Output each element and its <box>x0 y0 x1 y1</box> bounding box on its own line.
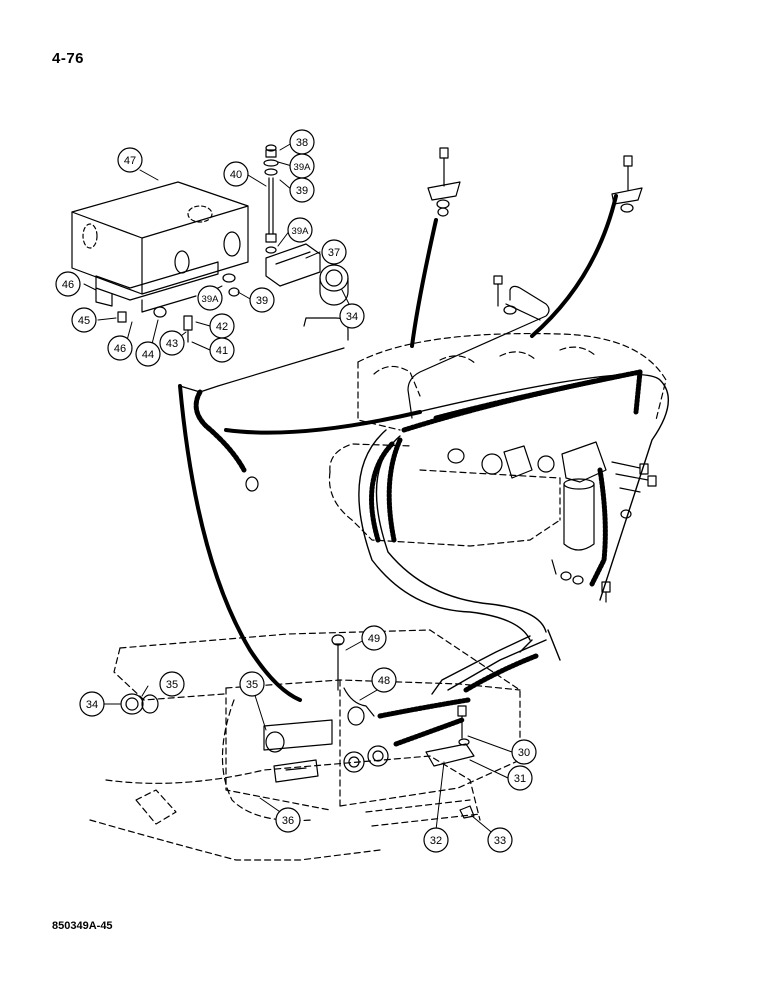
svg-text:31: 31 <box>514 773 526 785</box>
clamp-bracket <box>265 243 321 287</box>
callout-39-low: 39 <box>249 287 275 313</box>
svg-text:33: 33 <box>494 835 506 847</box>
callout-42: 42 <box>209 313 235 339</box>
callout-47: 47 <box>117 147 143 173</box>
svg-text:34: 34 <box>86 699 98 711</box>
svg-text:42: 42 <box>216 321 228 333</box>
svg-text:40: 40 <box>230 169 242 181</box>
svg-text:30: 30 <box>518 747 530 759</box>
svg-text:37: 37 <box>328 247 340 259</box>
svg-text:43: 43 <box>166 338 178 350</box>
callout-bubbles: 47 38 39A 40 39 39A 37 46 39A 39 34 45 4… <box>55 129 537 853</box>
engine-outline <box>328 332 667 547</box>
svg-text:48: 48 <box>378 675 390 687</box>
svg-text:45: 45 <box>78 315 90 327</box>
braided-wire-harness <box>369 369 643 747</box>
svg-text:39: 39 <box>256 295 268 307</box>
callout-39a-top: 39A <box>289 153 315 179</box>
callout-31: 31 <box>507 765 533 791</box>
callout-32: 32 <box>423 827 449 853</box>
svg-text:46: 46 <box>62 279 74 291</box>
callout-34-top: 34 <box>339 303 365 329</box>
callout-35-left: 35 <box>159 671 185 697</box>
callout-46-low: 46 <box>107 335 133 361</box>
svg-text:36: 36 <box>282 815 294 827</box>
callout-39a-low: 39A <box>197 285 223 311</box>
routing-leader-lines <box>178 194 618 702</box>
lower-battery-tray <box>89 629 521 861</box>
svg-text:47: 47 <box>124 155 136 167</box>
callout-30: 30 <box>511 739 537 765</box>
callout-48: 48 <box>371 667 397 693</box>
svg-text:39A: 39A <box>202 294 220 305</box>
callout-35-mid: 35 <box>239 671 265 697</box>
small-hardware <box>153 273 240 343</box>
svg-text:35: 35 <box>246 679 258 691</box>
callout-43: 43 <box>159 330 185 356</box>
callout-39-top: 39 <box>289 177 315 203</box>
battery-cable <box>179 317 349 492</box>
main-battery-cables <box>358 373 669 695</box>
callout-44: 44 <box>135 341 161 367</box>
callout-33: 33 <box>487 827 513 853</box>
tray-battery-and-connectors <box>120 634 475 819</box>
svg-text:39: 39 <box>296 185 308 197</box>
svg-text:44: 44 <box>142 349 154 361</box>
svg-text:32: 32 <box>430 835 442 847</box>
svg-text:38: 38 <box>296 137 308 149</box>
svg-text:46: 46 <box>114 343 126 355</box>
callout-34-low: 34 <box>79 691 105 717</box>
callout-45: 45 <box>71 307 97 333</box>
svg-text:34: 34 <box>346 311 358 323</box>
top-mount-fasteners <box>427 147 643 315</box>
callout-37: 37 <box>321 239 347 265</box>
svg-text:39A: 39A <box>292 226 310 237</box>
svg-text:49: 49 <box>368 633 380 645</box>
callout-49: 49 <box>361 625 387 651</box>
round-connector <box>319 264 349 306</box>
page-number: 4-76 <box>52 50 85 67</box>
callout-41: 41 <box>209 337 235 363</box>
battery-box <box>71 181 249 323</box>
callout-46-top: 46 <box>55 271 81 297</box>
callout-38: 38 <box>289 129 315 155</box>
svg-text:35: 35 <box>166 679 178 691</box>
callout-36: 36 <box>275 807 301 833</box>
callout-40: 40 <box>223 161 249 187</box>
figure-code: 850349A-45 <box>52 920 113 932</box>
engine-components <box>447 441 657 603</box>
hold-down-rod-stack <box>263 144 279 254</box>
callout-39a-mid: 39A <box>287 217 313 243</box>
svg-text:39A: 39A <box>294 162 312 173</box>
starter-cable-tube <box>407 285 550 419</box>
svg-text:41: 41 <box>216 345 228 357</box>
